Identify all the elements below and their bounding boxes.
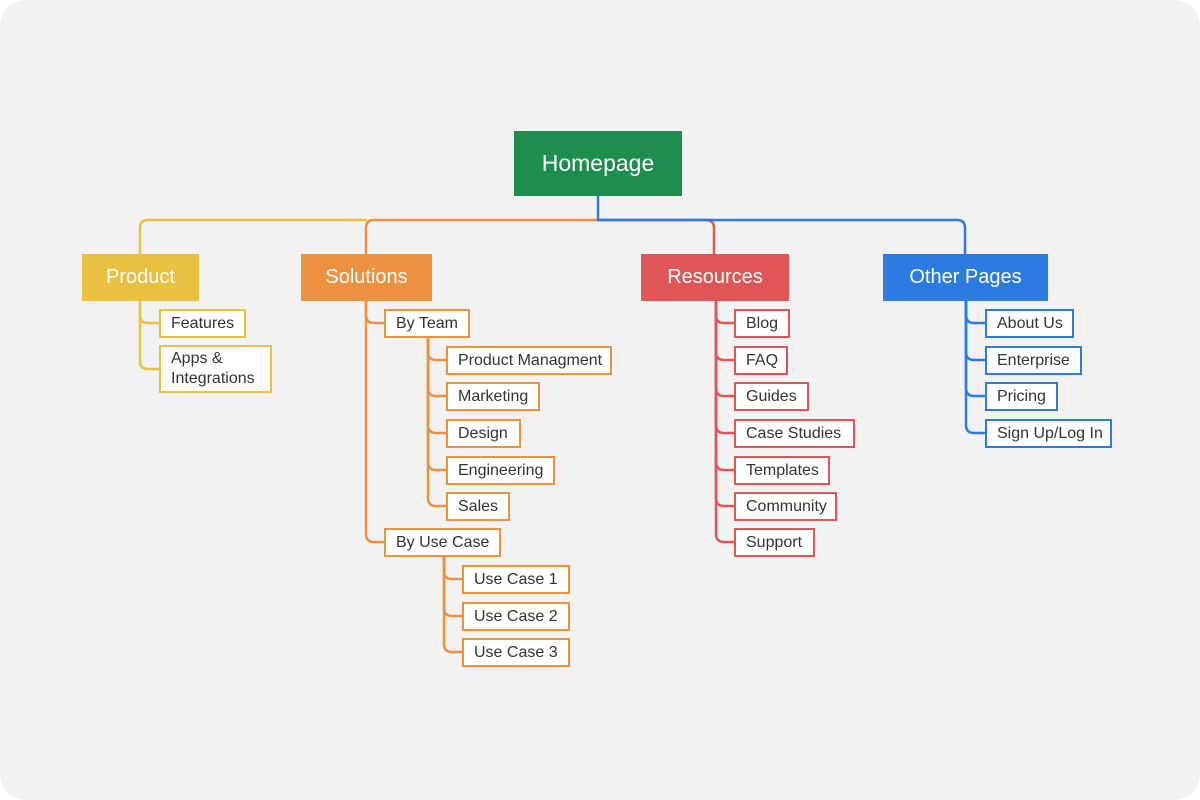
connector-product-apps [138, 298, 162, 371]
product-node[interactable]: Product [82, 254, 199, 301]
connector-bus-other [596, 218, 967, 256]
resources-node[interactable]: Resources [641, 254, 789, 301]
connector-bus-solutions [364, 218, 600, 256]
resources-item-blog[interactable]: Blog [734, 309, 790, 338]
by-team-item-marketing[interactable]: Marketing [446, 382, 540, 411]
homepage-node[interactable]: Homepage [514, 131, 682, 196]
other-pages-item-about-us[interactable]: About Us [985, 309, 1074, 338]
by-use-case-item-3[interactable]: Use Case 3 [462, 638, 570, 667]
connector-product-features [138, 298, 162, 325]
resources-item-support[interactable]: Support [734, 528, 815, 557]
resources-item-case-studies[interactable]: Case Studies [734, 419, 855, 448]
other-pages-item-sign-up-log-in[interactable]: Sign Up/Log In [985, 419, 1112, 448]
by-use-case-item-2[interactable]: Use Case 2 [462, 602, 570, 631]
product-item-features[interactable]: Features [159, 309, 246, 338]
solutions-by-team[interactable]: By Team [384, 309, 470, 338]
connector-bus-product [138, 218, 368, 256]
resources-item-community[interactable]: Community [734, 492, 837, 521]
by-team-item-engineering[interactable]: Engineering [446, 456, 555, 485]
other-pages-item-pricing[interactable]: Pricing [985, 382, 1058, 411]
solutions-by-use-case[interactable]: By Use Case [384, 528, 501, 557]
resources-item-faq[interactable]: FAQ [734, 346, 788, 375]
other-pages-node[interactable]: Other Pages [883, 254, 1048, 301]
resources-item-guides[interactable]: Guides [734, 382, 809, 411]
connector-solutions-byusecase [364, 298, 386, 544]
by-use-case-item-1[interactable]: Use Case 1 [462, 565, 570, 594]
resources-item-templates[interactable]: Templates [734, 456, 830, 485]
connector-bus-resources [596, 218, 716, 256]
by-team-item-product-managment[interactable]: Product Managment [446, 346, 612, 375]
connector-solutions-byteam [364, 298, 386, 325]
solutions-node[interactable]: Solutions [301, 254, 432, 301]
other-pages-item-enterprise[interactable]: Enterprise [985, 346, 1082, 375]
by-team-item-sales[interactable]: Sales [446, 492, 510, 521]
product-item-apps-integrations[interactable]: Apps & Integrations [159, 345, 272, 393]
by-team-item-design[interactable]: Design [446, 419, 521, 448]
